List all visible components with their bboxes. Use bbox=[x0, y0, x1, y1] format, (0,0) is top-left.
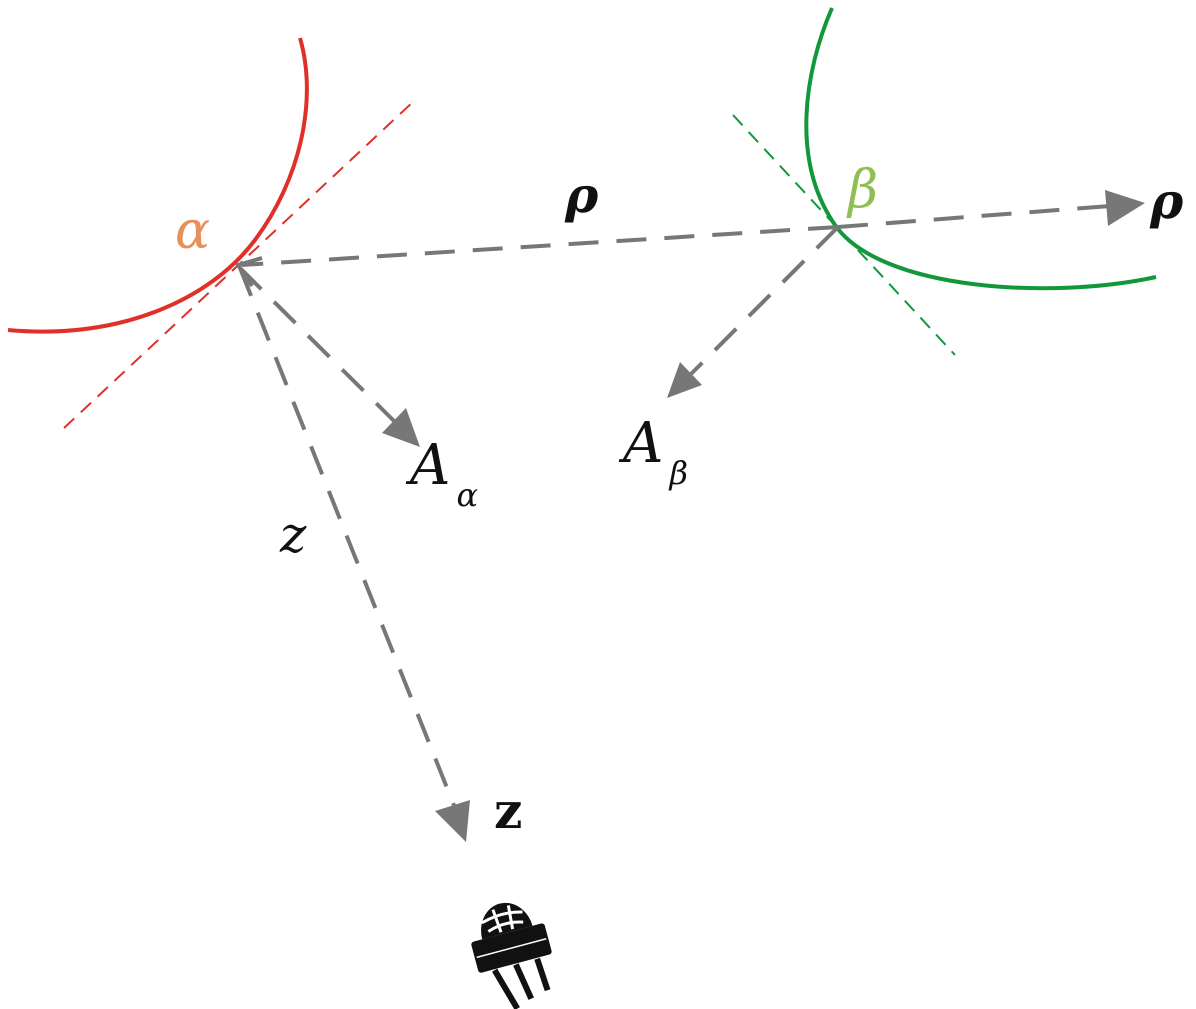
label-rho-axis: ρ bbox=[1149, 171, 1184, 230]
arrow-rho-axis bbox=[837, 204, 1111, 229]
label-A-alpha-subscript: α bbox=[456, 476, 478, 514]
tangent-beta bbox=[732, 114, 956, 356]
label-z-mid: z bbox=[279, 506, 307, 564]
arrowhead-A-alpha bbox=[382, 408, 420, 447]
arrowhead-A-beta bbox=[667, 362, 702, 398]
label-A-beta-letter: A bbox=[618, 411, 663, 476]
label-A-alpha-letter: A bbox=[405, 433, 450, 498]
arrowhead-z bbox=[435, 800, 470, 842]
arrow-A-alpha bbox=[238, 266, 397, 424]
arrow-z bbox=[238, 267, 457, 809]
arrowhead-alpha bbox=[234, 256, 263, 288]
label-rho-mid: ρ bbox=[564, 165, 599, 224]
label-beta: β bbox=[846, 160, 878, 220]
curve-alpha bbox=[7, 37, 309, 334]
label-A-beta-subscript: β bbox=[668, 454, 688, 492]
curve-beta bbox=[804, 7, 1157, 291]
arrow-A-beta bbox=[688, 225, 840, 377]
label-alpha: α bbox=[175, 201, 210, 261]
arrowhead-rho bbox=[1105, 190, 1145, 226]
pir-sensor-icon bbox=[471, 902, 552, 1009]
arrow-beta-to-alpha bbox=[241, 225, 839, 267]
label-z-axis: z bbox=[494, 781, 522, 840]
